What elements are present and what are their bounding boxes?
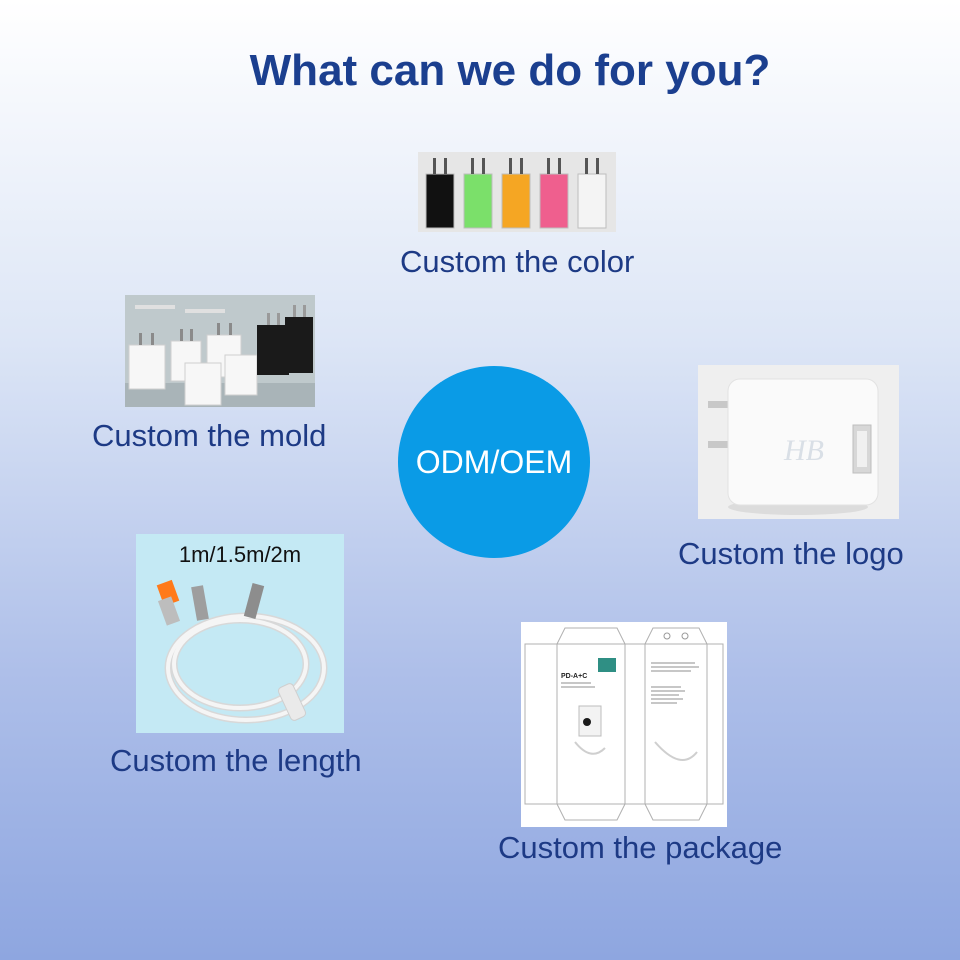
caption-logo: Custom the logo (678, 536, 904, 571)
logo-charger-illustration: HB (698, 365, 899, 519)
mold-chargers-image (125, 295, 315, 407)
package-dieline-image: PD-A+C (521, 622, 727, 827)
plug-pin (520, 158, 523, 174)
plug-pin (558, 158, 561, 174)
plug-pin (509, 158, 512, 174)
mold-chargers-illustration (125, 295, 315, 407)
plug-pin (482, 158, 485, 174)
logo-charger-image: HB (698, 365, 899, 519)
color-charger-unit (425, 173, 455, 229)
plug-pin (433, 158, 436, 174)
cable-image: 1m/1.5m/2m (136, 534, 344, 733)
plug-pin (444, 158, 447, 174)
color-charger-unit (539, 173, 569, 229)
plug-pin (471, 158, 474, 174)
package-box-title: PD-A+C (561, 673, 587, 680)
plug-pin (596, 158, 599, 174)
color-charger-unit (501, 173, 531, 229)
brand-logo-text: HB (783, 434, 824, 467)
color-chargers-image (418, 152, 616, 232)
length-options-label: 1m/1.5m/2m (178, 542, 302, 567)
cable-illustration (156, 579, 328, 724)
odm-oem-badge: ODM/OEM (398, 366, 590, 558)
package-brand-badge (598, 658, 616, 672)
plug-pin (585, 158, 588, 174)
caption-length: Custom the length (110, 743, 362, 778)
caption-color: Custom the color (400, 244, 635, 279)
odm-oem-label: ODM/OEM (415, 443, 573, 480)
caption-package: Custom the package (498, 830, 783, 865)
package-dieline-illustration: PD-A+C (521, 622, 727, 827)
plug-pin (547, 158, 550, 174)
color-charger-unit (577, 173, 607, 229)
color-chargers-illustration (418, 152, 616, 232)
caption-mold: Custom the mold (92, 418, 327, 453)
page-title: What can we do for you? (249, 46, 771, 95)
color-charger-unit (463, 173, 493, 229)
